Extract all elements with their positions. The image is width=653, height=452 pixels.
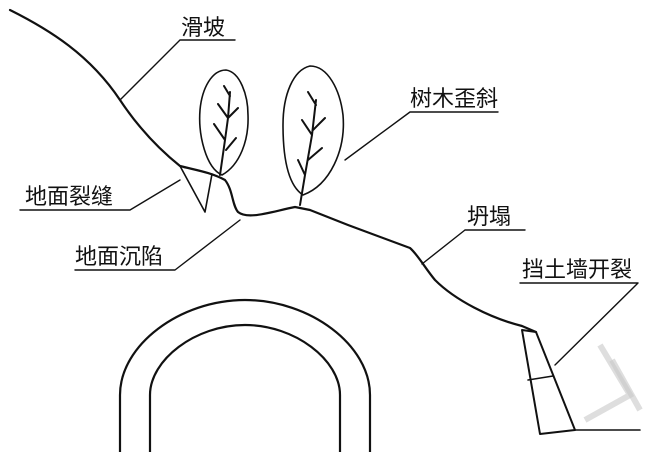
tunnel-lining: [118, 298, 372, 452]
ground-crack-wedge: [179, 165, 213, 213]
retaining-wall: [521, 329, 641, 435]
label-collapse: 坍塌: [467, 205, 511, 230]
watermark: [583, 343, 643, 423]
label-ground-subsidence: 地面沉陷: [75, 245, 163, 270]
label-ground-crack: 地面裂缝: [25, 185, 113, 210]
ground-surface-line: [8, 8, 538, 334]
right-tree: [282, 65, 345, 206]
leader-lines: [19, 39, 639, 366]
label-retaining-wall-crack: 挡土墙开裂: [522, 258, 632, 283]
label-tree-tilt: 树木歪斜: [410, 87, 498, 112]
left-tree: [198, 69, 249, 176]
label-landslide: 滑坡: [181, 16, 225, 41]
